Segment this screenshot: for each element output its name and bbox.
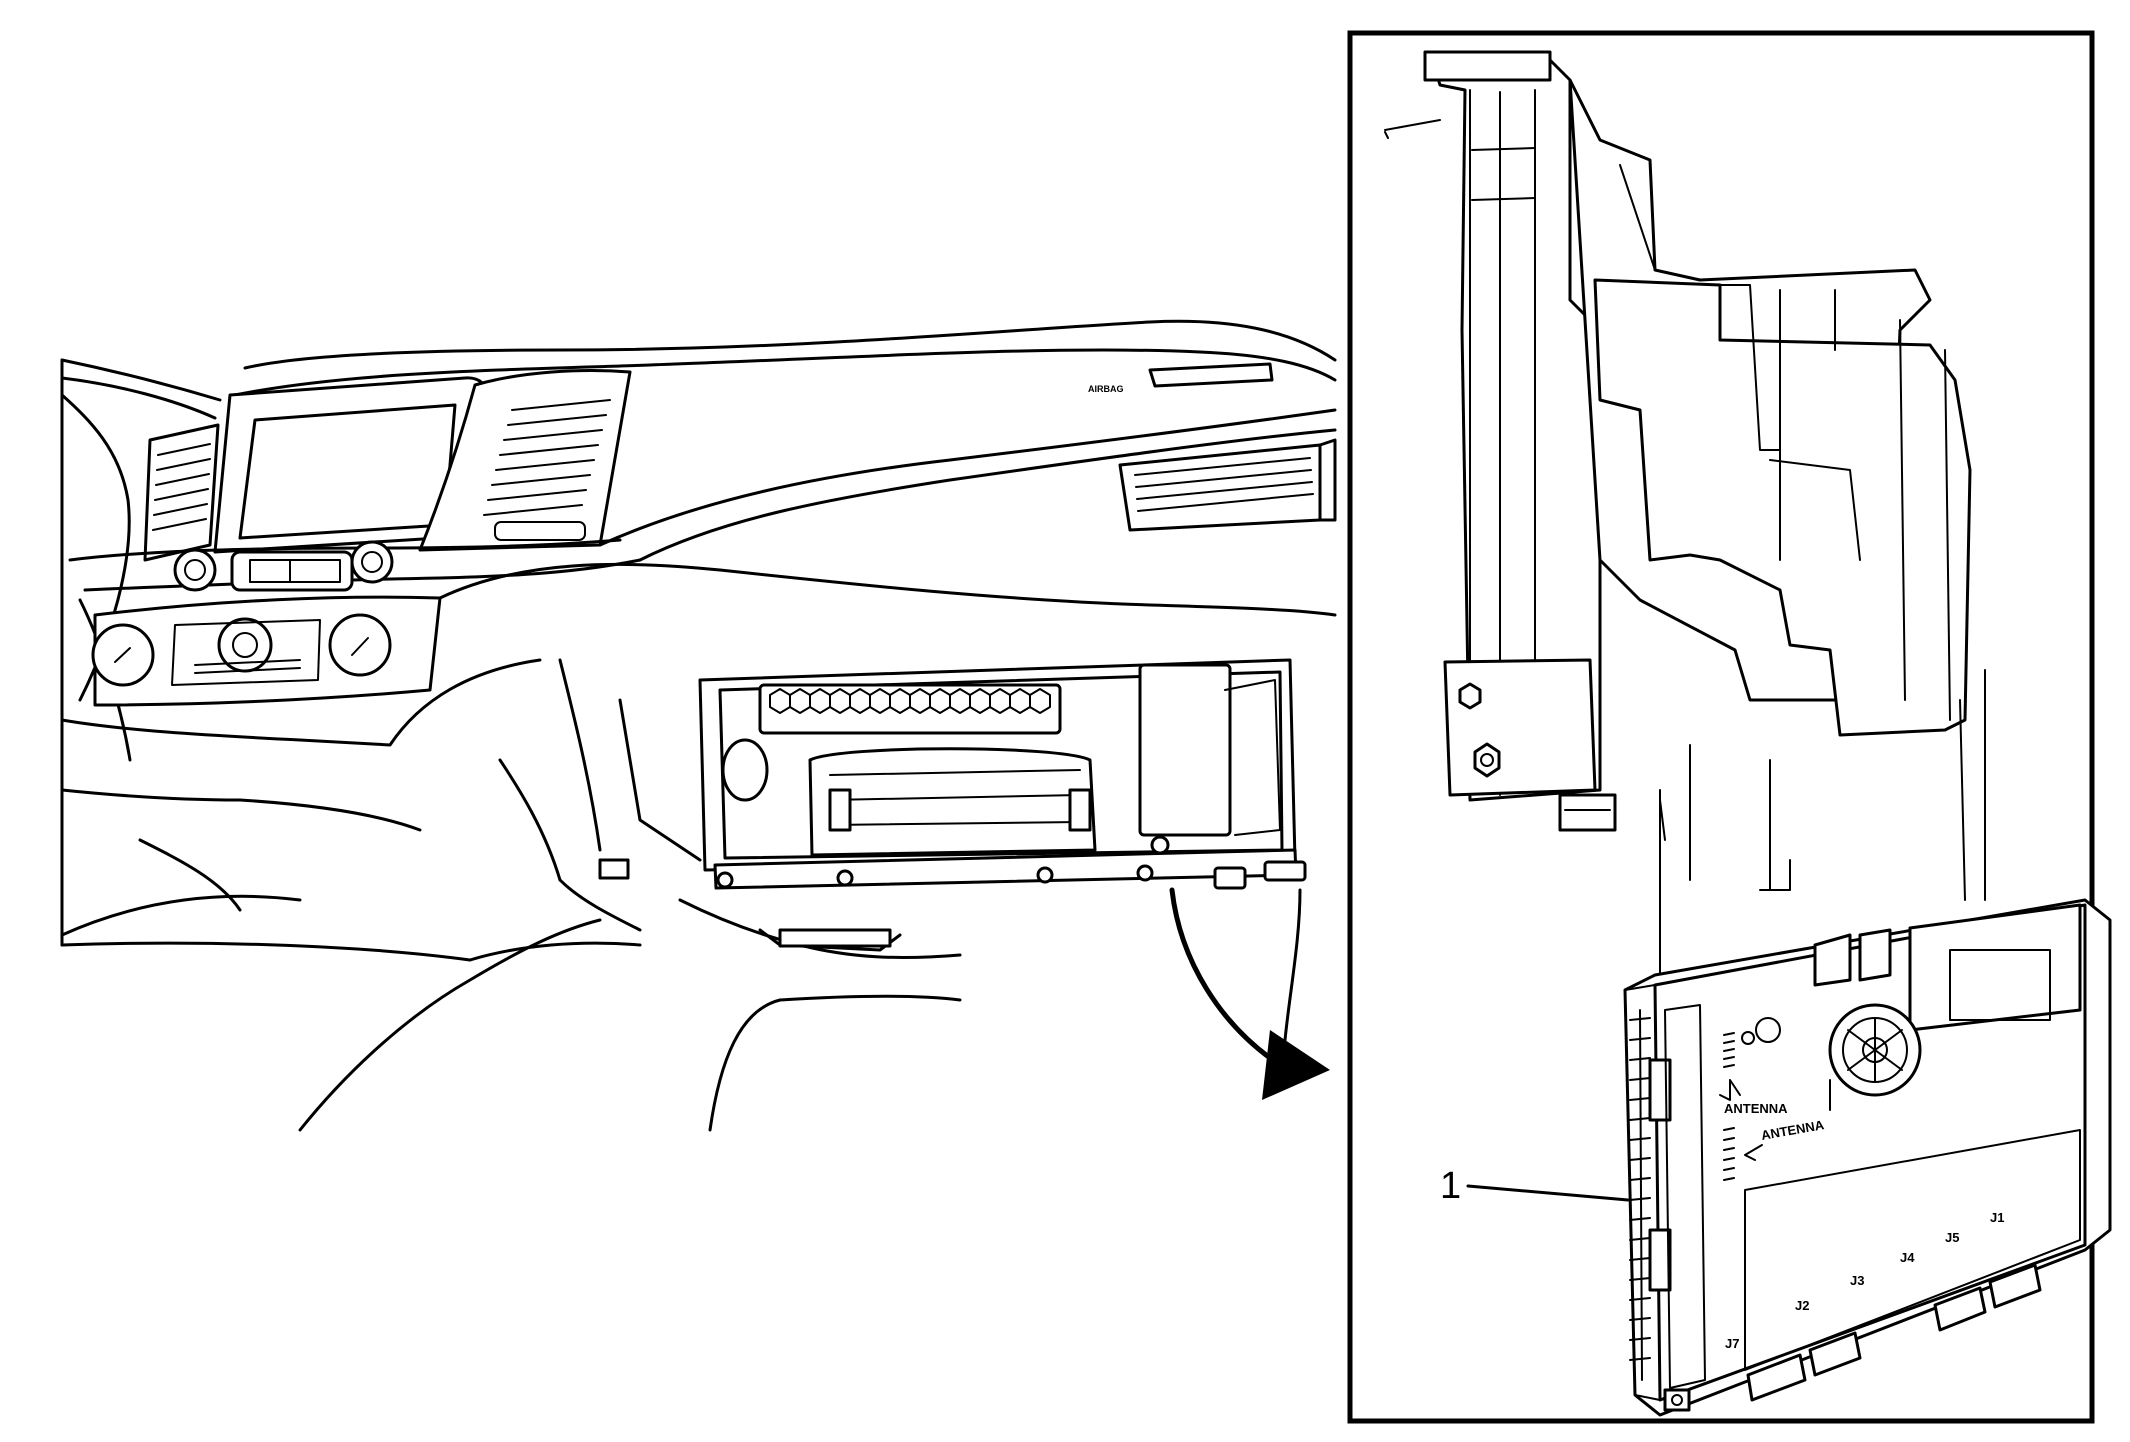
connector-label-j3: J3	[1850, 1273, 1864, 1288]
removal-direction-arrow	[1169, 887, 1330, 1100]
module-1: ANTENNA ANTENNA J7 J2 J3 J4 J5 J1	[1623, 898, 2112, 1417]
callout-1: 1	[1440, 1165, 1630, 1207]
cabin-air-filter	[758, 683, 1062, 735]
connector-label-j5: J5	[1945, 1230, 1959, 1245]
airbag-badge-text: AIRBAG	[1088, 384, 1124, 394]
connector-label-j7: J7	[1725, 1336, 1739, 1351]
antenna-label-top: ANTENNA	[1724, 1101, 1788, 1116]
detail-frame	[1347, 30, 2095, 1424]
connector-label-j1: J1	[1990, 1210, 2004, 1225]
detail-view: ANTENNA ANTENNA J7 J2 J3 J4 J5 J1 1	[1347, 30, 2112, 1424]
connector-label-j2: J2	[1795, 1298, 1809, 1313]
callout-1-number: 1	[1440, 1165, 1461, 1207]
instrument-panel-view: AIRBAG	[60, 319, 1337, 1132]
connector-label-j4: J4	[1900, 1250, 1915, 1265]
